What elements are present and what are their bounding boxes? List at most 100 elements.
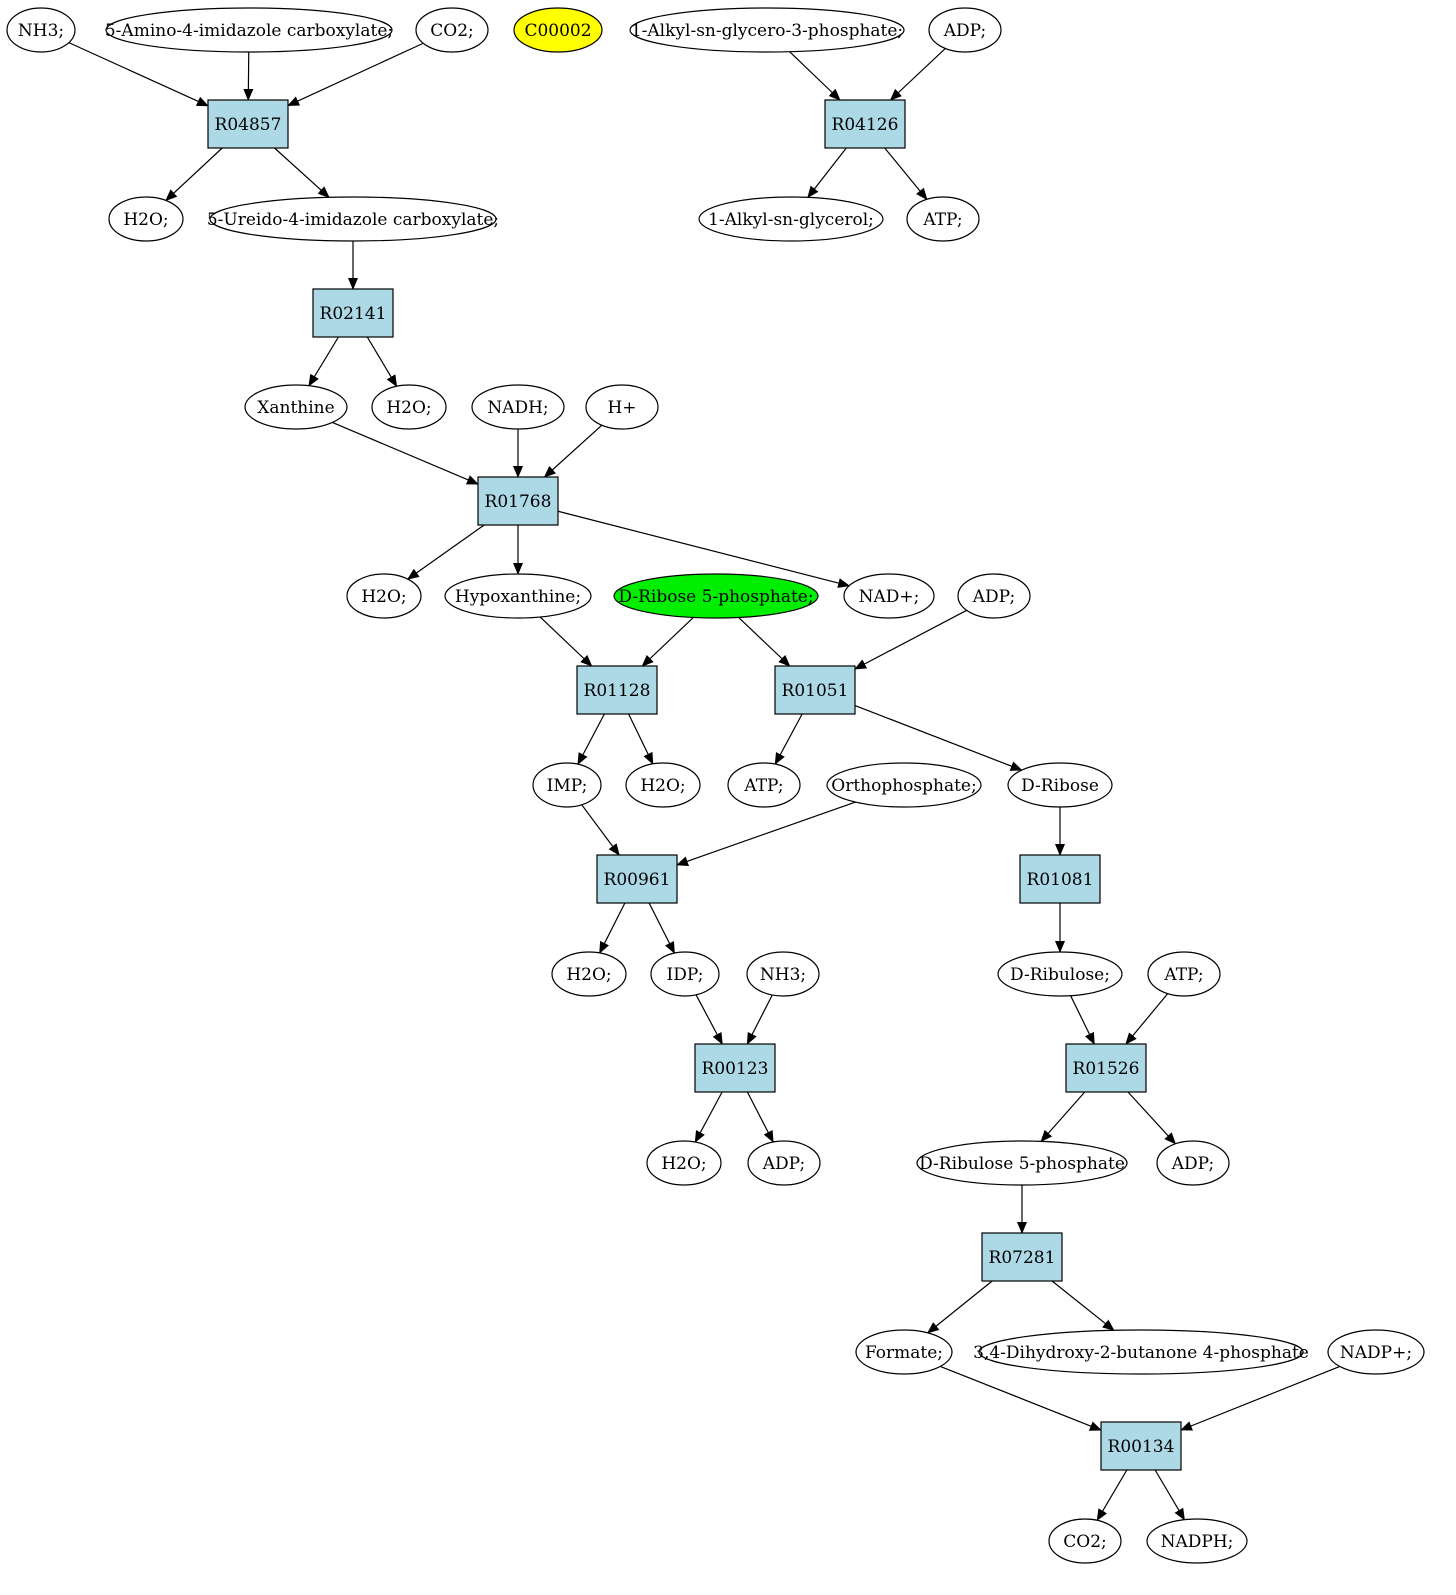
edge-m_idp-to-r_R00123: [695, 994, 723, 1045]
edge-r_R00123-to-m_adp_c: [746, 1091, 774, 1143]
metabolite-node-m_uica: 5-Ureido-4-imidazole carboxylate;: [207, 196, 499, 242]
reaction-box: [312, 288, 394, 338]
edge-m_r5p-to-r_R01051: [738, 617, 791, 667]
metabolite-ellipse: [371, 384, 447, 430]
node-label: 1-Alkyl-sn-glycerol;: [708, 210, 874, 230]
reaction-node-r_R01768: R01768: [477, 476, 559, 526]
metabolite-ellipse: [1146, 1518, 1248, 1564]
metabolite-node-m_adp_c: ADP;: [747, 1140, 821, 1186]
reaction-box: [774, 665, 856, 715]
metabolite-node-m_alkylg3p: 1-Alkyl-sn-glycero-3-phosphate;: [629, 7, 905, 53]
reaction-box: [207, 99, 289, 149]
node-label: CO2;: [430, 21, 474, 41]
node-label: H2O;: [566, 965, 611, 985]
node-label: ADP;: [972, 587, 1015, 607]
edge-r_R07281-to-m_formate: [926, 1280, 993, 1334]
edge-m_hypox-to-r_R01128: [539, 616, 593, 667]
metabolite-node-m_aica: 5-Amino-4-imidazole carboxylate;: [105, 7, 393, 53]
node-label: NH3;: [18, 21, 64, 41]
reaction-node-r_R01526: R01526: [1065, 1043, 1147, 1093]
edge-r_R07281-to-m_dhbp: [1051, 1280, 1115, 1331]
metabolite-ellipse: [646, 1140, 722, 1186]
edge-r_R01526-to-m_adp_d: [1127, 1091, 1177, 1145]
metabolite-ellipse: [105, 7, 393, 53]
node-label: R00961: [604, 870, 671, 890]
node-label: H2O;: [661, 1154, 706, 1174]
edge-m_atp_c-to-r_R01526: [1125, 993, 1169, 1045]
node-label: NADPH;: [1161, 1532, 1234, 1552]
reaction-box: [576, 665, 658, 715]
edge-r_R04126-to-m_alkylg: [807, 147, 847, 199]
edge-r_R00123-to-m_h2o_f: [694, 1091, 723, 1143]
node-label: NH3;: [760, 965, 806, 985]
metabolite-node-m_adp_a: ADP;: [928, 7, 1002, 53]
metabolite-ellipse: [471, 384, 565, 430]
reaction-box: [1019, 854, 1101, 904]
node-label: Hypoxanthine;: [455, 587, 581, 607]
reaction-node-r_R04126: R04126: [824, 99, 906, 149]
node-label: 5-Ureido-4-imidazole carboxylate;: [207, 210, 499, 230]
node-label: H2O;: [361, 587, 406, 607]
metabolite-ellipse: [906, 196, 980, 242]
reaction-node-r_R00961: R00961: [596, 854, 678, 904]
metabolite-node-m_h2o_e: H2O;: [551, 951, 627, 997]
metabolite-node-m_nadh: NADH;: [471, 384, 565, 430]
edge-m_imp-to-r_R00961: [581, 804, 620, 856]
metabolite-node-m_dribose: D-Ribose: [1007, 762, 1113, 808]
node-label: Orthophosphate;: [831, 776, 976, 796]
metabolite-ellipse: [746, 951, 820, 997]
metabolite-ellipse: [625, 762, 701, 808]
edge-m_hplus-to-r_R01768: [543, 424, 603, 478]
edge-r_R01526-to-m_ru5p: [1040, 1091, 1086, 1143]
node-label: NADH;: [487, 398, 548, 418]
node-label: H2O;: [386, 398, 431, 418]
node-label: ADP;: [943, 21, 986, 41]
node-label: 1-Alkyl-sn-glycero-3-phosphate;: [631, 21, 903, 41]
reaction-node-r_R00134: R00134: [1100, 1421, 1182, 1471]
edge-m_aica-to-r_R04857: [243, 51, 254, 101]
edge-r_R01768-to-m_h2o_c: [406, 524, 485, 580]
node-label: R01768: [485, 492, 552, 512]
node-label: R01526: [1073, 1059, 1140, 1079]
metabolite-node-m_h2o_f: H2O;: [646, 1140, 722, 1186]
metabolite-ellipse: [1327, 1329, 1425, 1375]
edge-r_R00134-to-m_co2_b: [1096, 1469, 1128, 1522]
metabolite-node-m_c00002: C00002: [513, 7, 603, 53]
metabolite-node-m_r5p: D-Ribose 5-phosphate;: [613, 573, 819, 619]
metabolite-node-m_idp: IDP;: [650, 951, 720, 997]
node-label: R01051: [782, 681, 849, 701]
metabolite-ellipse: [244, 384, 348, 430]
metabolite-ellipse: [916, 1140, 1128, 1186]
metabolite-node-m_imp: IMP;: [532, 762, 602, 808]
reaction-box: [694, 1043, 776, 1093]
edge-m_co2_a-to-r_R04857: [287, 42, 424, 107]
metabolite-node-m_ortho: Orthophosphate;: [826, 762, 982, 808]
metabolite-node-m_dribulose: D-Ribulose;: [997, 951, 1123, 997]
edge-m_nh3_b-to-r_R00123: [746, 994, 773, 1045]
reaction-box: [1065, 1043, 1147, 1093]
edge-m_ortho-to-r_R00961: [676, 801, 856, 866]
node-label: NAD+;: [859, 587, 920, 607]
metabolite-node-m_xanthine: Xanthine: [244, 384, 348, 430]
reaction-node-r_R07281: R07281: [981, 1232, 1063, 1282]
edge-r_R02141-to-m_xanthine: [308, 336, 339, 387]
edge-m_formate-to-r_R00134: [940, 1365, 1102, 1431]
edge-r_R04857-to-m_h2o_a: [165, 147, 223, 202]
metabolite-ellipse: [108, 196, 184, 242]
reaction-node-r_R01081: R01081: [1019, 854, 1101, 904]
node-label: H2O;: [640, 776, 685, 796]
metabolite-node-m_nadph: NADPH;: [1146, 1518, 1248, 1564]
node-label: D-Ribose 5-phosphate;: [618, 587, 813, 607]
node-label: ATP;: [922, 210, 962, 230]
node-label: NADP+;: [1340, 1343, 1412, 1363]
edge-m_alkylg3p-to-r_R04126: [789, 51, 841, 101]
reaction-node-r_R00123: R00123: [694, 1043, 776, 1093]
metabolite-node-m_dhbp: 3,4-Dihydroxy-2-butanone 4-phosphate: [973, 1329, 1309, 1375]
metabolite-ellipse: [532, 762, 602, 808]
metabolite-node-m_alkylg: 1-Alkyl-sn-glycerol;: [698, 196, 884, 242]
metabolite-ellipse: [585, 384, 659, 430]
node-label: CO2;: [1063, 1532, 1107, 1552]
node-label: ADP;: [762, 1154, 805, 1174]
metabolite-ellipse: [698, 196, 884, 242]
